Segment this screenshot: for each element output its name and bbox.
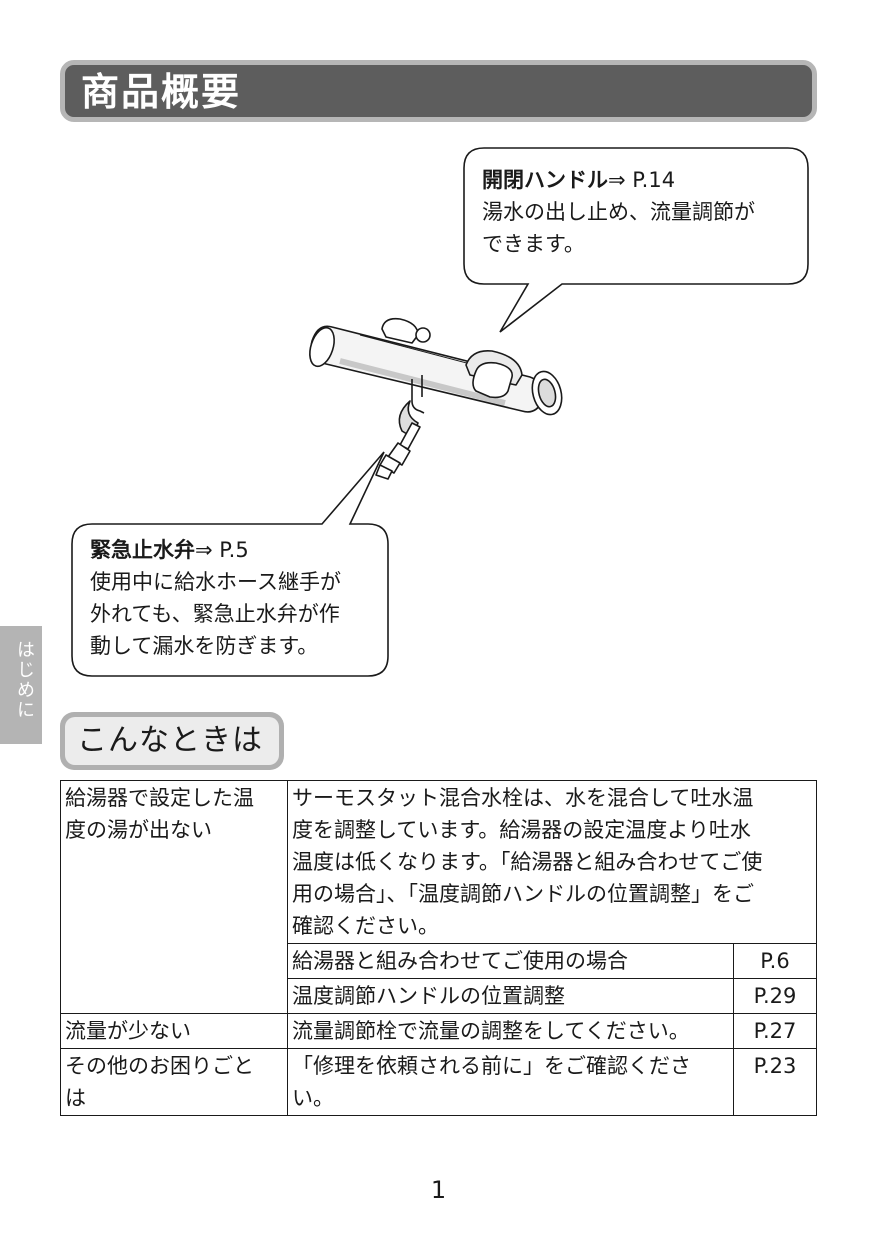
table-row: 温度調節ハンドルの位置調整 P.29 <box>61 978 817 1014</box>
table-row: 給湯器と組み合わせてご使用の場合 P.6 <box>61 943 817 979</box>
side-tab: はじめに <box>0 626 42 744</box>
section-title: こんなときは <box>77 723 263 758</box>
table-row: 給湯器で設定した温 度の湯が出ない サーモスタット混合水栓は、水を混合して吐水温… <box>60 780 817 1014</box>
answer-line: 「修理を依頼される前に」をご確認くださ <box>292 1054 691 1078</box>
callout-handle: 開閉ハンドル⇒ P.14 湯水の出し止め、流量調節が できます。 <box>462 146 810 336</box>
page-ref-cell: P.23 <box>733 1048 817 1116</box>
title-bar: 商品概要 <box>60 60 817 122</box>
callout-valve-bubble <box>71 451 389 677</box>
answer-cell: 流量調節栓で流量の調整をしてください。 <box>287 1013 734 1049</box>
callout-handle-line: 湯水の出し止め、流量調節が <box>482 200 755 224</box>
question-line: 度の湯が出ない <box>65 818 212 842</box>
callout-valve-line: 外れても、緊急止水弁が作 <box>90 602 340 626</box>
faucet-illustration <box>309 317 563 480</box>
question-cell: 流量が少ない <box>60 1013 288 1049</box>
troubleshooting-table: 給湯器で設定した温 度の湯が出ない サーモスタット混合水栓は、水を混合して吐水温… <box>60 780 817 1116</box>
callout-valve-line: 動して漏水を防ぎます。 <box>90 634 319 658</box>
question-cell: その他のお困りごと は <box>60 1048 288 1116</box>
page-ref-cell: P.29 <box>733 978 817 1014</box>
page-title: 商品概要 <box>81 70 242 114</box>
callout-valve-line: 使用中に給水ホース継手が <box>90 570 341 594</box>
answer-line: 確認ください。 <box>292 914 439 938</box>
section-heading: こんなときは <box>60 712 284 770</box>
page-ref-cell: P.6 <box>733 943 817 979</box>
sub-item-cell: 温度調節ハンドルの位置調整 <box>287 978 734 1014</box>
table-row: 流量が少ない 流量調節栓で流量の調整をしてください。 P.27 <box>60 1013 817 1049</box>
question-line: 給湯器で設定した温 <box>65 786 254 810</box>
answer-cell: サーモスタット混合水栓は、水を混合して吐水温 度を調整しています。給湯器の設定温… <box>287 780 817 944</box>
answer-line: サーモスタット混合水栓は、水を混合して吐水温 <box>292 786 754 810</box>
question-line: は <box>65 1086 86 1110</box>
callout-handle-bubble <box>463 147 809 333</box>
answer-line: 温度は低くなります。「給湯器と組み合わせてご使 <box>292 850 763 874</box>
answer-line: 度を調整しています。給湯器の設定温度より吐水 <box>292 818 751 842</box>
answer-line: い。 <box>292 1086 334 1110</box>
answer-cell: 「修理を依頼される前に」をご確認くださ い。 <box>287 1048 734 1116</box>
callout-valve-title: 緊急止水弁⇒ P.5 <box>90 538 249 562</box>
question-line: その他のお困りごと <box>65 1054 254 1078</box>
answer-line: 用の場合」、「温度調節ハンドルの位置調整」をご <box>292 882 754 906</box>
callout-valve: 緊急止水弁⇒ P.5 使用中に給水ホース継手が 外れても、緊急止水弁が作 動して… <box>68 448 392 682</box>
question-cell: 給湯器で設定した温 度の湯が出ない <box>60 780 288 1014</box>
table-row: その他のお困りごと は 「修理を依頼される前に」をご確認くださ い。 P.23 <box>60 1048 817 1116</box>
page-number: 1 <box>430 1176 447 1204</box>
side-tab-label: はじめに <box>14 640 35 720</box>
page-ref-cell: P.27 <box>733 1013 817 1049</box>
sub-item-cell: 給湯器と組み合わせてご使用の場合 <box>287 943 734 979</box>
callout-handle-title: 開閉ハンドル⇒ P.14 <box>482 168 676 192</box>
callout-handle-line: できます。 <box>482 232 585 256</box>
